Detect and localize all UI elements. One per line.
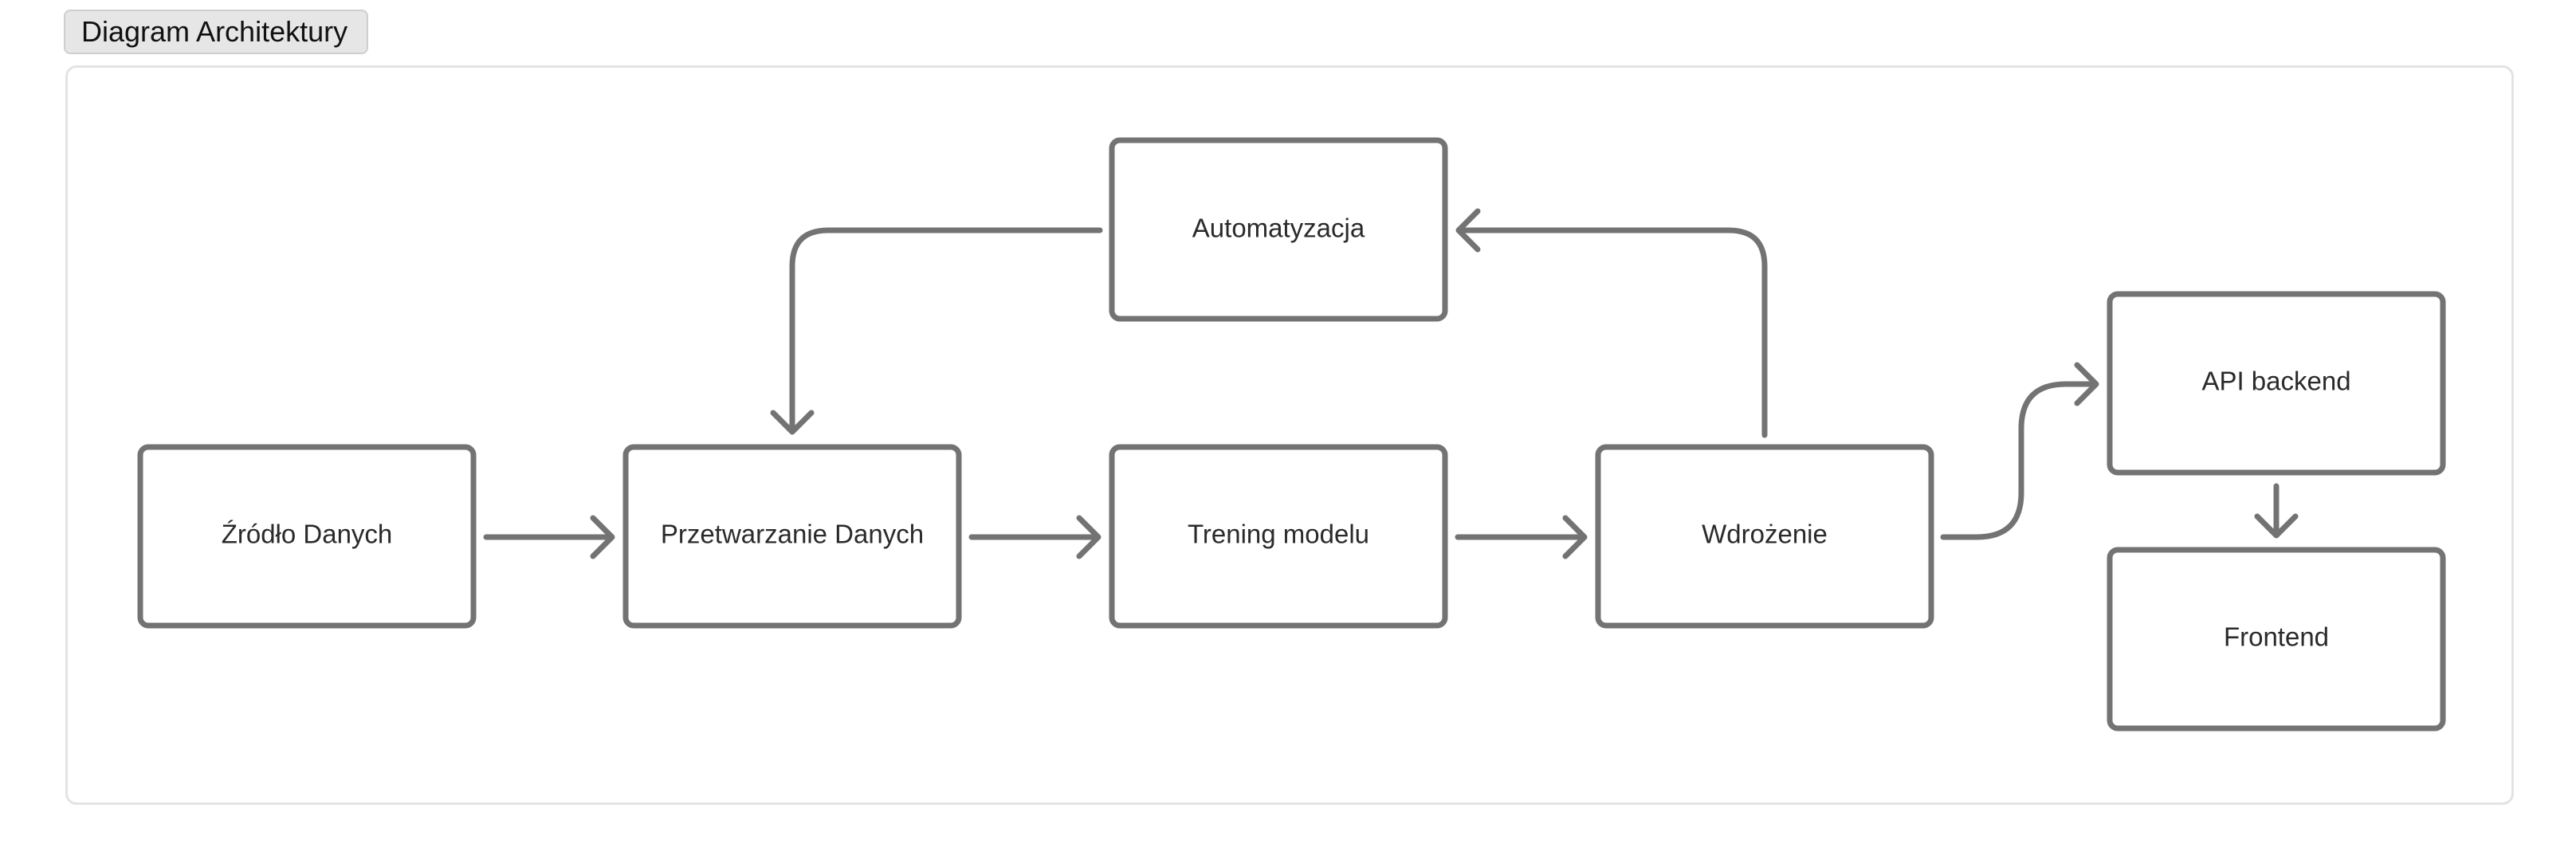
node-przetwarzanie-danych[interactable]: Przetwarzanie Danych [622, 444, 962, 629]
diagram-title-tab[interactable]: Diagram Architektury [64, 10, 369, 54]
node-automatyzacja[interactable]: Automatyzacja [1109, 137, 1448, 322]
node-label: Przetwarzanie Danych [661, 520, 924, 549]
edge-automatyzacja-to-przetwarzanie [770, 227, 1103, 435]
node-trening-modelu[interactable]: Trening modelu [1109, 444, 1448, 629]
node-zrodlo-danych[interactable]: Źródło Danych [137, 444, 477, 629]
node-label: Źródło Danych [222, 520, 393, 549]
node-label: Automatyzacja [1192, 214, 1365, 243]
edge-przetwarzanie-to-trening [968, 515, 1101, 559]
edge-wdrozenie-to-automatyzacja [1455, 208, 1768, 438]
node-api-backend[interactable]: API backend [2107, 291, 2446, 476]
node-label: API backend [2201, 367, 2350, 396]
node-wdrozenie[interactable]: Wdrożenie [1595, 444, 1934, 629]
diagram-title: Diagram Architektury [81, 15, 348, 48]
edge-trening-to-wdrozenie [1455, 515, 1588, 559]
edge-wdrozenie-to-api [1940, 362, 2099, 540]
node-label: Trening modelu [1188, 520, 1369, 549]
node-label: Wdrożenie [1702, 520, 1828, 549]
edge-api-to-frontend [2254, 483, 2299, 539]
edge-zrodlo-to-przetwarzanie [483, 515, 615, 559]
node-label: Frontend [2224, 622, 2329, 652]
edges [483, 208, 2299, 559]
node-frontend[interactable]: Frontend [2107, 547, 2446, 732]
